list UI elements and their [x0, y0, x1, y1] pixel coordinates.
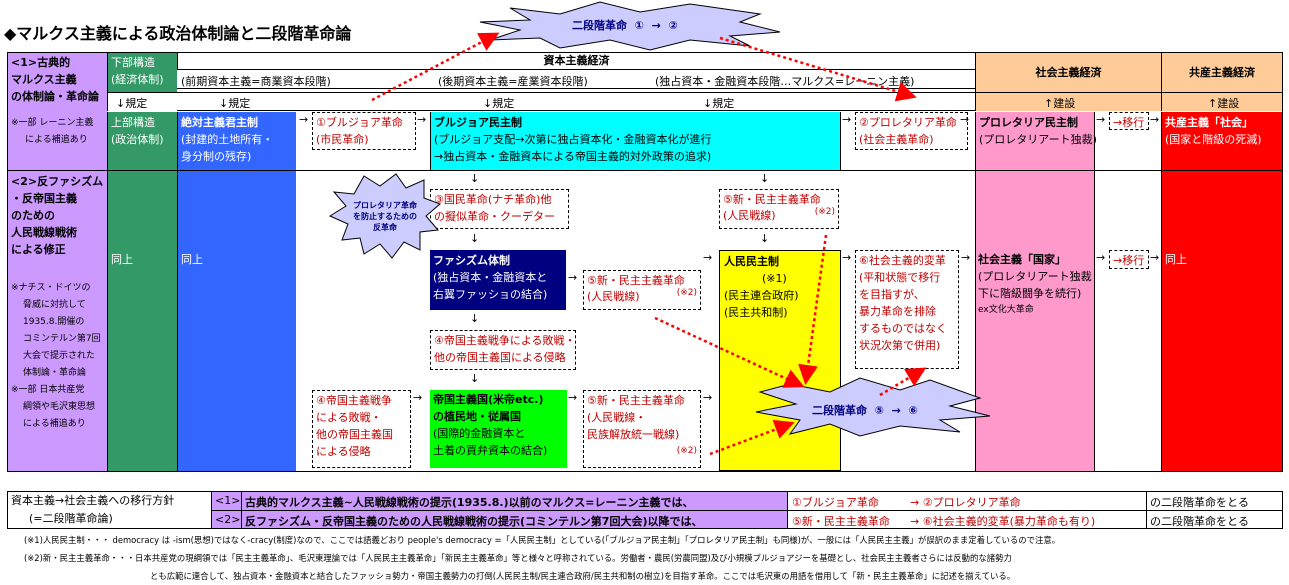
right-arrow-icon: → — [703, 251, 713, 264]
summary-end: の二段階革命をとる — [1146, 492, 1282, 510]
right-arrow-icon: → — [703, 391, 713, 404]
colony-cell: 帝国主義国(米帝etc.)の植民地・従属国(国際的金融資本と土着の買弁資本の結合… — [430, 390, 567, 468]
fascism-cell: ファシズム体制(独占資本・金融資本と右翼ファッショの結合) — [430, 250, 566, 310]
early-capitalism-label: (前期資本主義=商業資本段階) — [181, 75, 331, 88]
right-arrow-icon: → — [1150, 251, 1160, 264]
main-table — [7, 52, 1283, 472]
page-title: ◆マルクス主義による政治体制論と二段階革命論 — [4, 24, 352, 43]
right-arrow-icon: → — [417, 113, 427, 126]
right-arrow-icon: → — [299, 113, 309, 126]
section2-header: <2>反ファシズム・反帝国主義のための人民戦線戦術による修正 ※ナチス・ドイツの… — [8, 171, 107, 471]
right-arrow-icon: → — [842, 113, 852, 126]
dotted-arrow — [879, 367, 927, 397]
dotted-arrow — [719, 36, 917, 102]
dotted-arrow — [709, 419, 795, 456]
late-capitalism-label: (後期資本主義=産業資本段階) — [438, 75, 588, 88]
down-arrow-icon: ↓ — [470, 372, 480, 385]
rule-row-soc-bg — [975, 93, 1161, 111]
summary-table — [7, 491, 1283, 529]
summary-desc: 古典的マルクス主義~人民戦線戦術の提示(1935.8.)以前のマルクス=レーニン… — [242, 492, 788, 510]
transition-box-2: →移行 — [1109, 250, 1149, 269]
down-arrow-icon: ↓ — [760, 232, 770, 245]
summary-revolution: ⑤新・民主主義革命 — [792, 515, 890, 528]
capitalism-header: 資本主義経済 — [177, 53, 975, 70]
rule-label: ↓規定 — [219, 97, 251, 110]
superstructure-label: 上部構造(政治体制) — [107, 112, 177, 170]
socialism-header: 社会主義経済 — [975, 53, 1161, 93]
dotted-arrow — [798, 234, 828, 385]
right-arrow-icon: → — [960, 113, 970, 126]
rule-label: ↓規定 — [483, 97, 515, 110]
top-burst-label: 二段階革命 ① → ② — [572, 19, 678, 32]
absolutism-cell: 絶対主義君主制(封建的土地所有・身分制の残存) — [177, 112, 296, 170]
summary-end: の二段階革命をとる — [1146, 511, 1282, 528]
communism-header: 共産主義経済 — [1161, 53, 1282, 93]
down-arrow-icon: ↓ — [470, 312, 480, 325]
rule-row — [107, 92, 1282, 111]
right-arrow-icon: → — [1150, 113, 1160, 126]
summary-desc: 反ファシズム・反帝国主義のための人民戦線戦術の提示(コミンテルン第7回大会)以降… — [242, 511, 788, 528]
section1-note: ※一部 レーニン主義による補追あり — [8, 112, 107, 170]
build-label: ↑建設 — [1208, 97, 1240, 110]
mid-burst-shape — [755, 377, 991, 437]
new-democracy-revolution-box-top: ⑤新・民主主義革命 (人民戦線)(※2) — [719, 189, 839, 229]
bourgeois-revolution-box: ①ブルジョア革命(市民革命) — [312, 112, 416, 150]
right-arrow-icon: → — [413, 391, 423, 404]
rule-row-base-bg — [107, 93, 177, 111]
top-burst-shape — [479, 1, 781, 51]
summary-row-divider — [212, 510, 1282, 511]
communism-same-cell: 同上 — [1161, 171, 1282, 471]
summary-revolution: ①ブルジョア革命 — [792, 496, 879, 509]
socialist-state-cell: 社会主義「国家」 (プロレタリアート独裁 下に階級闘争を続行) ex文化大革命 — [975, 171, 1095, 471]
right-arrow-icon: → — [1096, 113, 1106, 126]
summary-tag: <2> — [212, 511, 242, 528]
footnote: (※1)人民民主制・・・ democracy は -ism(思想)ではなく-cr… — [24, 535, 1061, 545]
section1-header: <1>古典的マルクス主義の体制論・革命論 — [8, 53, 107, 112]
national-revolution-box: ③国民革命(ナチ革命)他の擬似革命・クーデター — [430, 189, 569, 229]
down-arrow-icon: ↓ — [760, 172, 770, 185]
summary-revolution: → ②プロレタリア革命 — [910, 496, 1021, 509]
right-arrow-icon: → — [842, 251, 852, 264]
rule-label: ↓規定 — [116, 97, 148, 110]
imperialist-war-box: ④帝国主義戦争による敗戦・他の帝国主義国による侵略 — [430, 330, 576, 370]
monopoly-capitalism-label: (独占資本・金融資本段階…マルクス=レーニン主義) — [655, 75, 915, 88]
new-democracy-revolution-box: ⑤新・民主主義革命 (人民戦線)(※2) — [583, 270, 701, 310]
communism-society-cell: 共産主義「社会」(国家と階級の死滅) — [1161, 112, 1282, 170]
socialist-change-box: ⑥社会主義的変革(平和状態で移行を目指すが、暴力革命を排除するものではなく状況次… — [855, 250, 959, 369]
footnote: (※2)新・民主主義革命・・・日本共産党の現綱領では「民主主義革命」、毛沢東理論… — [24, 553, 1012, 563]
right-arrow-icon: → — [568, 271, 578, 284]
build-label: ↑建設 — [1044, 97, 1076, 110]
summary-revolution: → ⑥社会主義的変革(暴力革命も有り) — [910, 515, 1096, 528]
rule-label: ↓規定 — [703, 97, 735, 110]
right-arrow-icon: → — [961, 251, 971, 264]
dotted-arrow — [371, 32, 500, 102]
left-burst-label: プロレタリア革命を防止するための反革命 — [353, 201, 417, 232]
base-structure-header: 下部構造(経済体制) — [107, 53, 177, 93]
proletarian-revolution-box: ②プロレタリア革命(社会主義革命) — [855, 112, 968, 150]
right-arrow-icon: → — [568, 391, 578, 404]
imperialist-war-box-left: ④帝国主義戦争による敗戦・他の帝国主義国による侵略 — [312, 390, 411, 468]
rule-row-com-bg — [1161, 93, 1282, 111]
summary-left: 資本主義→社会主義への移行方針(=二段階革命論) — [8, 492, 212, 528]
right-arrow-icon: → — [1096, 251, 1106, 264]
absolutism-same-cell: 同上 — [177, 171, 296, 471]
header-divider — [177, 88, 975, 89]
dotted-arrow — [654, 316, 805, 388]
left-burst-shape — [328, 173, 441, 259]
row-divider — [8, 170, 1282, 171]
down-arrow-icon: ↓ — [470, 172, 480, 185]
new-democracy-revolution-box-b: ⑤新・民主主義革命(人民戦線・民族解放統一戦線) (※2) — [583, 390, 701, 468]
mid-burst-label: 二段階革命 ⑤ → ⑥ — [812, 404, 918, 417]
bourgeois-democracy-cell: ブルジョア民主制(ブルジョア支配→次第に独占資本化・金融資本化が進行→独占資本・… — [430, 112, 841, 170]
down-arrow-icon: ↓ — [470, 232, 480, 245]
transition-box: →移行 — [1109, 112, 1149, 130]
proletarian-democracy-cell: プロレタリア民主制(プロレタリアート独裁) — [975, 112, 1097, 170]
base-same-cell: 同上 — [107, 171, 177, 471]
summary-tag: <1> — [212, 492, 242, 510]
footnote: とも広範に連合して、独占資本・金融資本と結合したファッショ勢力・帝国主義勢力の打… — [150, 571, 1016, 581]
